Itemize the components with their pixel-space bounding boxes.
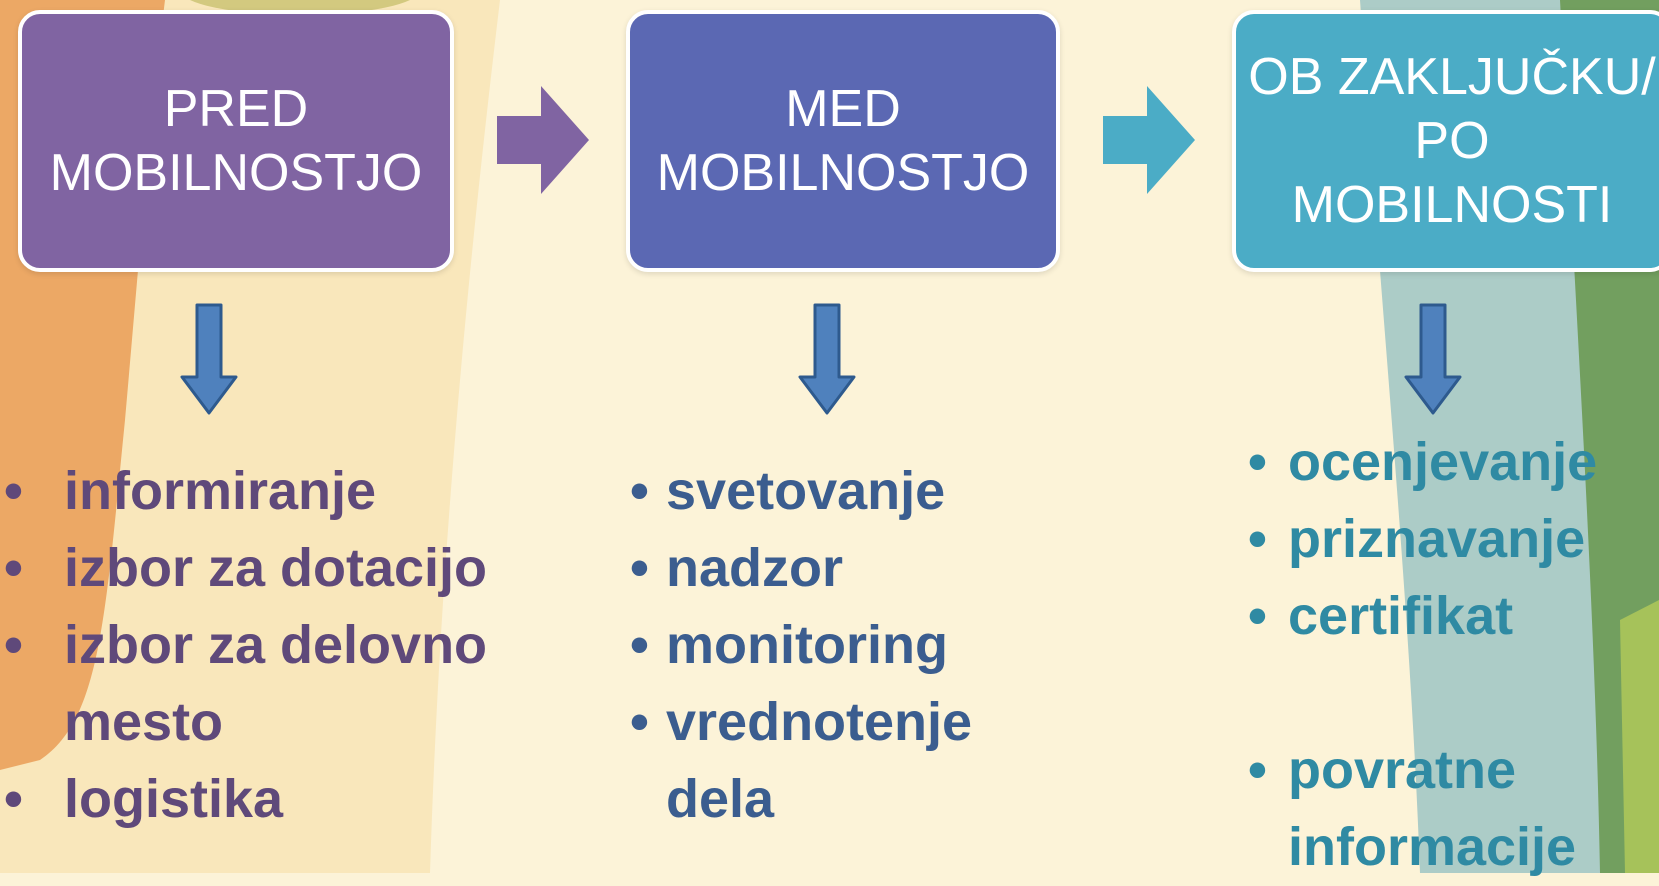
- arrow-down-icon: [798, 303, 856, 415]
- list-item: informiranje: [0, 453, 560, 530]
- arrow-down-icon: [1404, 303, 1462, 415]
- list-item: vrednotenje dela: [626, 684, 996, 838]
- stage-title-line: MOBILNOSTI: [1291, 176, 1613, 234]
- list-item: monitoring: [626, 607, 1126, 684]
- list-item: nadzor: [626, 530, 1126, 607]
- list-item: izbor za delovno mesto: [0, 607, 560, 761]
- before-mobility-list: informiranje izbor za dotacijo izbor za …: [0, 453, 560, 838]
- stage-box-after-mobility: OB ZAKLJUČKU/ PO MOBILNOSTI: [1232, 10, 1659, 272]
- arrow-right-icon: [497, 86, 589, 194]
- stage-box-before-mobility: PRED MOBILNOSTJO: [18, 10, 454, 272]
- list-item: svetovanje: [626, 453, 1126, 530]
- list-item: logistika: [0, 761, 560, 838]
- stage-title-line: PRED: [163, 80, 309, 138]
- list-item: ocenjevanje: [1246, 424, 1659, 501]
- stage-title-line: MED: [785, 80, 901, 138]
- stage-title-line: OB ZAKLJUČKU/: [1248, 48, 1656, 106]
- list-item: izbor za dotacijo: [0, 530, 560, 607]
- list-item: priznavanje: [1246, 501, 1659, 578]
- stage-box-during-mobility: MED MOBILNOSTJO: [626, 10, 1060, 272]
- arrow-down-icon: [180, 303, 238, 415]
- during-mobility-list: svetovanje nadzor monitoring vrednotenje…: [626, 453, 1126, 838]
- stage-title-line: MOBILNOSTJO: [656, 144, 1030, 202]
- stage-title-line: MOBILNOSTJO: [49, 144, 423, 202]
- arrow-right-icon: [1103, 86, 1195, 194]
- after-mobility-list: ocenjevanje priznavanje certifikat povra…: [1246, 424, 1659, 886]
- list-item: certifikat: [1246, 578, 1659, 655]
- stage-title-line: PO: [1414, 112, 1490, 170]
- list-item: povratne informacije: [1246, 732, 1618, 886]
